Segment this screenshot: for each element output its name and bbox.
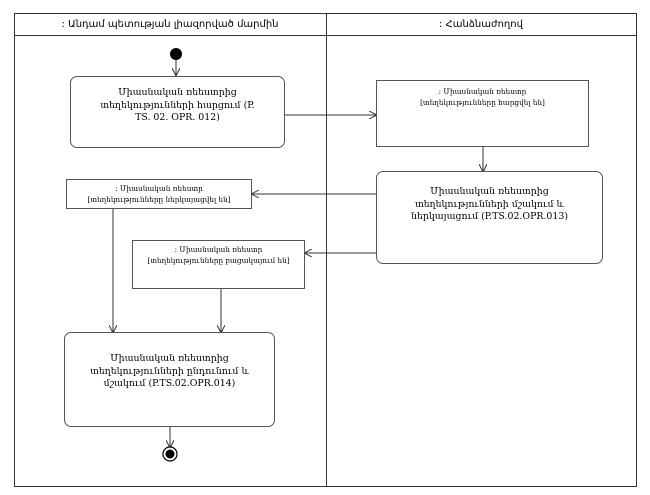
action-request-info-label: Միասնական ռեեստրից տեղեկությունների հարց… xyxy=(100,87,255,123)
action-process-info-label: Միասնական ռեեստրից տեղեկությունների մշակ… xyxy=(411,186,568,222)
object-registry-requested-state: [տեղեկությունները հարցվել են] xyxy=(420,98,545,107)
initial-node xyxy=(170,48,182,60)
object-registry-missing: : Միասնական ռեեստր [տեղեկությունները բաց… xyxy=(132,240,305,289)
swimlane-frame xyxy=(14,13,637,487)
object-registry-requested-name: : Միասնական ռեեստր xyxy=(438,87,527,96)
lane-title-member-state: : Անդամ պետության լիազորված մարմին xyxy=(61,19,278,30)
action-receive-info: Միասնական ռեեստրից տեղեկությունների ընդո… xyxy=(64,332,275,427)
object-registry-requested: : Միասնական ռեեստր [տեղեկությունները հար… xyxy=(376,80,589,147)
object-registry-presented-name: : Միասնական ռեեստր xyxy=(115,184,203,193)
final-node-inner xyxy=(165,449,175,459)
object-registry-presented: : Միասնական ռեեստր [տեղեկությունները ներ… xyxy=(66,179,252,209)
lane-title-commission: : Հանձնաժողով xyxy=(439,19,524,30)
action-process-info: Միասնական ռեեստրից տեղեկությունների մշակ… xyxy=(376,171,603,264)
action-receive-info-label: Միասնական ռեեստրից տեղեկությունների ընդո… xyxy=(90,353,249,389)
object-registry-missing-state: [տեղեկությունները բացակայում են] xyxy=(147,256,290,265)
object-registry-presented-state: [տեղեկությունները ներկայացվել են] xyxy=(87,195,231,204)
action-request-info: Միասնական ռեեստրից տեղեկությունների հարց… xyxy=(70,76,285,148)
object-registry-missing-name: : Միասնական ռեեստր xyxy=(174,245,263,254)
